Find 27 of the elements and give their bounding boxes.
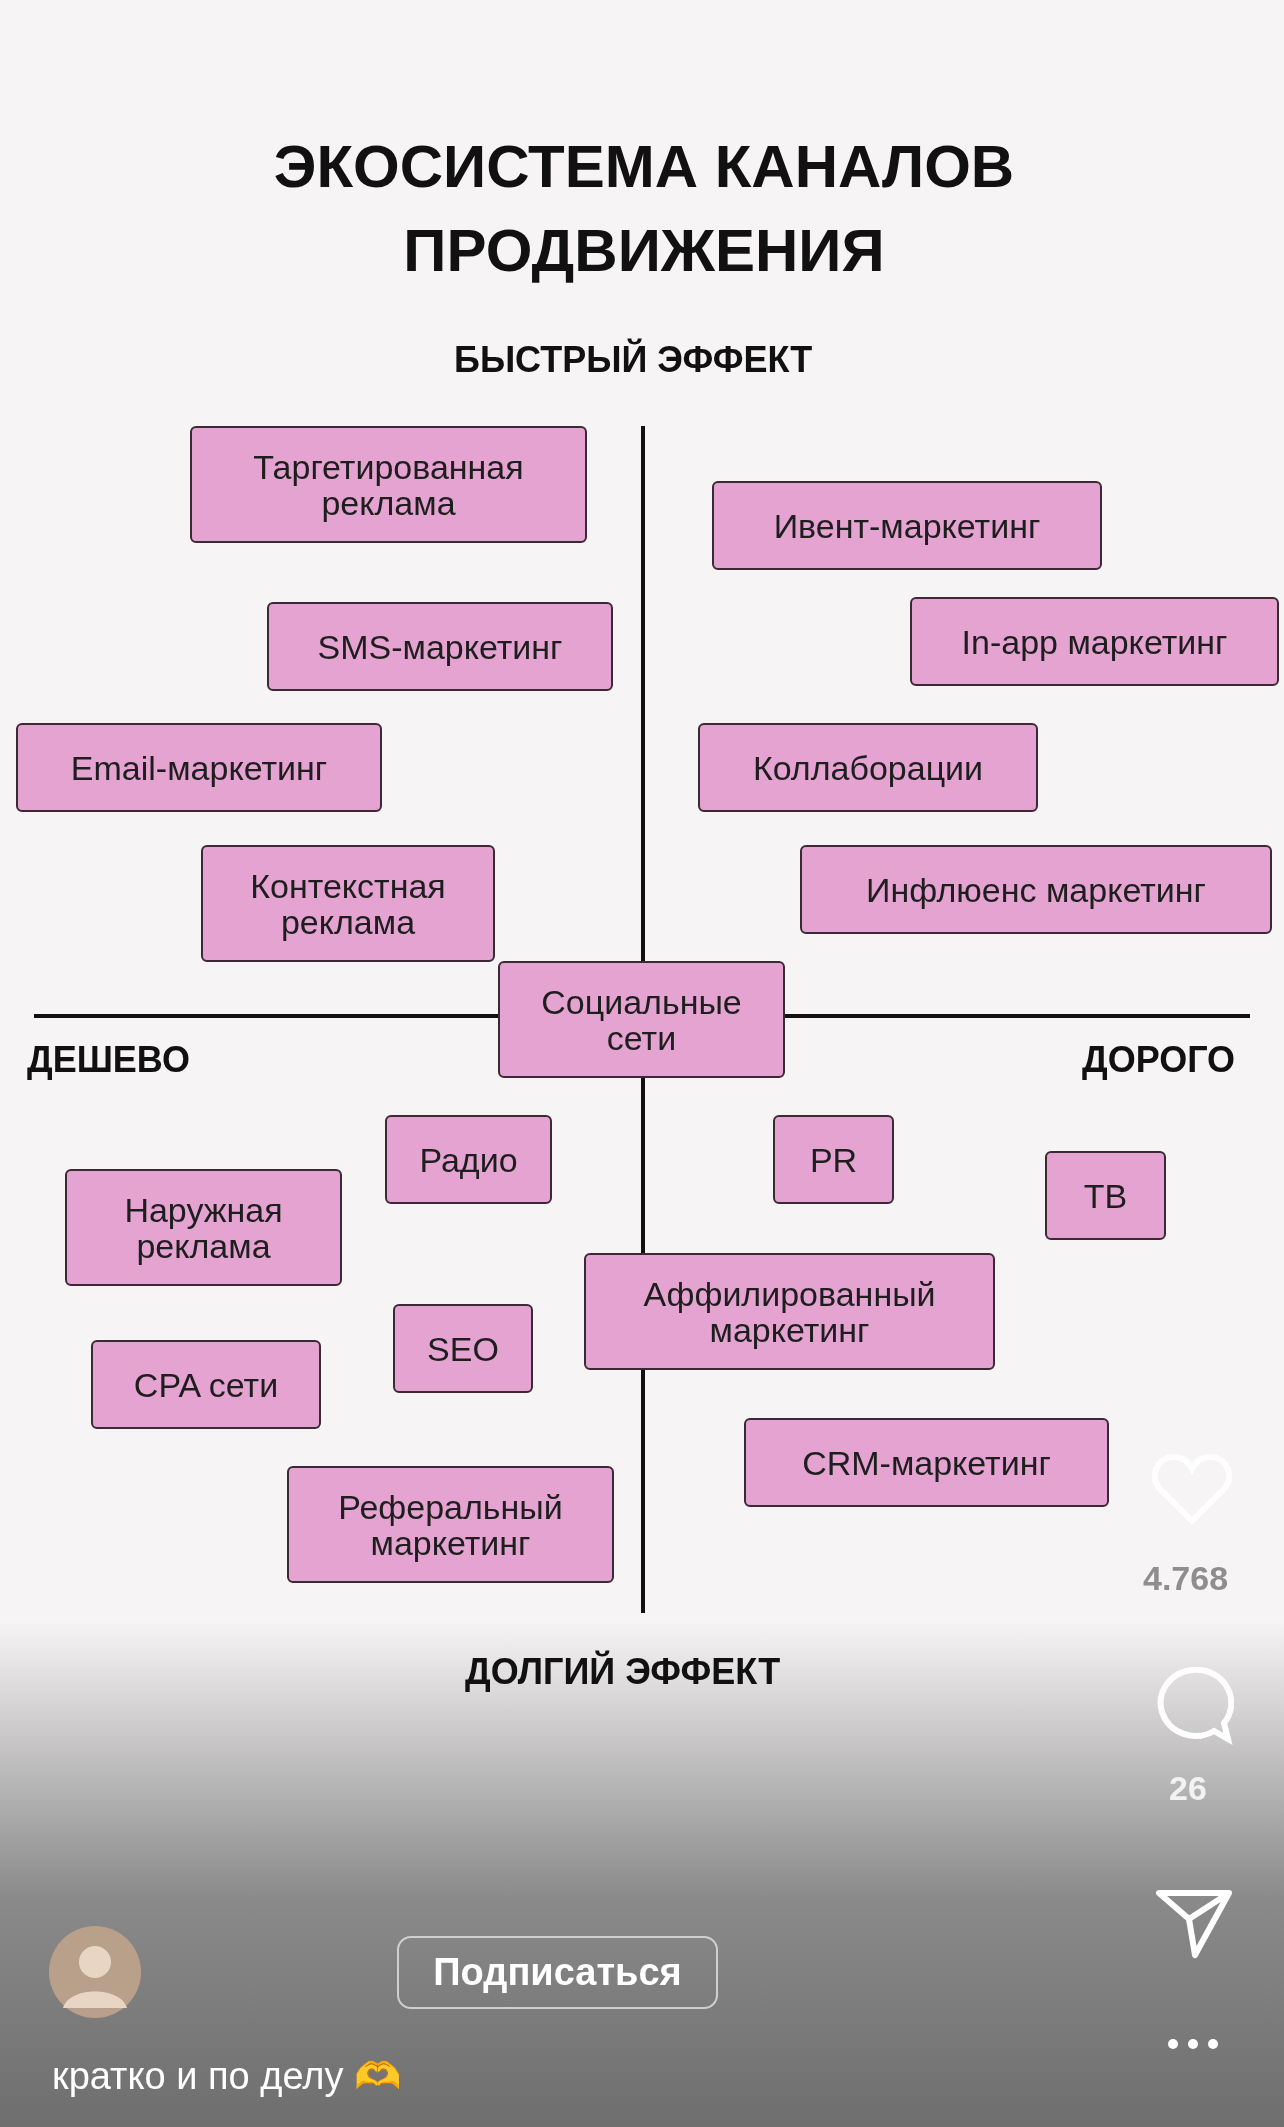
axis-label: ДОРОГО [1082, 1039, 1236, 1081]
channel-box: CRM-маркетинг [744, 1418, 1109, 1507]
channel-box: Коллаборации [698, 723, 1038, 812]
like-count: 4.768 [1143, 1559, 1229, 1598]
channel-box: Email-маркетинг [16, 723, 382, 812]
caption-text: кратко и по делу 🫶 [52, 2054, 402, 2098]
channel-box: Таргетированная реклама [190, 426, 587, 543]
channel-box: Инфлюенс маркетинг [800, 845, 1272, 934]
follow-button: Подписаться [397, 1936, 718, 2009]
channel-box: Аффилированный маркетинг [584, 1253, 995, 1370]
axis-label: ДОЛГИЙ ЭФФЕКТ [465, 1651, 781, 1693]
channel-box: Реферальный маркетинг [287, 1466, 614, 1583]
channel-box: SMS-маркетинг [267, 602, 613, 691]
comment-count: 26 [1169, 1769, 1207, 1808]
channel-box: Социальные сети [498, 961, 785, 1078]
channel-box: Контекстная реклама [201, 845, 495, 962]
channel-box: Наружная реклама [65, 1169, 342, 1286]
axis-label: ДЕШЕВО [27, 1039, 190, 1081]
diagram-title: ЭКОСИСТЕМА КАНАЛОВ ПРОДВИЖЕНИЯ [272, 132, 1016, 286]
channel-box: Ивент-маркетинг [712, 481, 1102, 570]
channel-box: ТВ [1045, 1151, 1166, 1240]
channel-box: In-app маркетинг [910, 597, 1279, 686]
channel-box: Радио [385, 1115, 552, 1204]
channel-box: PR [773, 1115, 894, 1204]
channel-box: SEO [393, 1304, 533, 1393]
axis-label: БЫСТРЫЙ ЭФФЕКТ [454, 339, 813, 381]
channel-box: CPA сети [91, 1340, 321, 1429]
